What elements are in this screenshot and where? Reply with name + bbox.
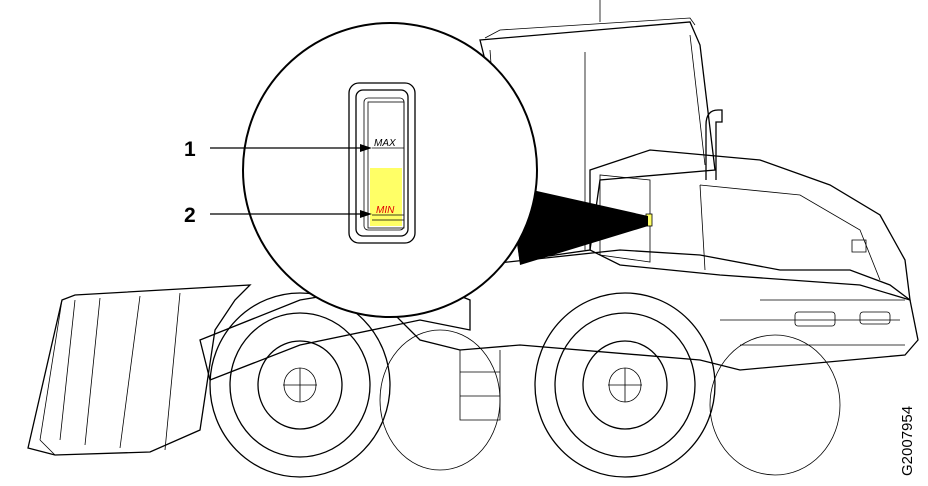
rear-wheel <box>534 292 716 478</box>
brand-logo <box>851 239 867 253</box>
callout-1-number: 1 <box>184 138 196 161</box>
fluid-level-fill <box>370 168 402 226</box>
magnifier-pointer <box>510 185 648 265</box>
callout-2-number: 2 <box>184 204 196 227</box>
front-wheel <box>209 292 391 478</box>
rear-wheel-far <box>709 334 841 476</box>
figure-id: G2007954 <box>899 405 916 476</box>
callout-2-arrowhead <box>360 210 372 218</box>
access-ladder <box>459 350 501 421</box>
gauge-max-label: MAX <box>374 138 396 149</box>
wheel-loader-illustration <box>27 0 919 478</box>
gauge-min-label: MIN <box>376 205 395 216</box>
front-wheel-far <box>379 329 501 471</box>
callout-1: 1 <box>184 138 372 161</box>
engine-hood <box>589 149 911 301</box>
loader-bucket <box>27 284 252 456</box>
exhaust-pipe <box>705 109 723 180</box>
callout-2: 2 <box>184 204 372 227</box>
sight-glass-gauge: MAX MIN <box>348 82 416 244</box>
chassis <box>378 249 919 371</box>
callout-1-arrowhead <box>360 144 372 152</box>
